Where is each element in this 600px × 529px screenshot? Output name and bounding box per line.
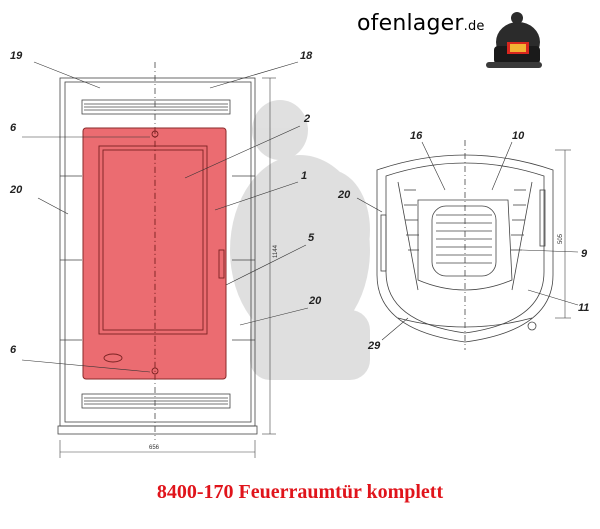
front-view <box>57 62 276 458</box>
callout-20-right: 20 <box>308 295 322 307</box>
callout-20-top-view: 20 <box>337 189 351 201</box>
watermark-mascot <box>230 100 370 380</box>
brand-name: ofenlager <box>357 11 464 36</box>
highlighted-door-panel <box>82 127 227 380</box>
top-view <box>376 140 571 350</box>
callout-5: 5 <box>308 232 315 244</box>
callout-20-left: 20 <box>9 184 23 196</box>
callout-29: 29 <box>367 340 381 352</box>
callout-16: 16 <box>410 130 423 142</box>
callout-10: 10 <box>512 130 525 142</box>
dimension-height-label: 1144 <box>273 244 279 258</box>
dimension-width-label: 656 <box>149 445 160 451</box>
brand-wordmark: ofenlager.de <box>357 11 485 36</box>
door-details <box>98 128 225 379</box>
ofenlager-mascot-logo <box>486 12 542 68</box>
brand-tld: .de <box>463 19 485 34</box>
callout-6-top: 6 <box>10 122 17 134</box>
top-callout-leaders <box>356 141 579 341</box>
dimension-depth-label: 505 <box>558 233 564 244</box>
callout-11: 11 <box>578 302 589 314</box>
callout-9: 9 <box>581 248 588 260</box>
callout-1: 1 <box>301 170 307 182</box>
callout-2: 2 <box>303 113 310 125</box>
callout-6-bottom: 6 <box>10 344 17 356</box>
front-callout-leaders <box>21 61 309 373</box>
callout-19: 19 <box>10 50 23 62</box>
callout-18: 18 <box>300 50 313 62</box>
product-caption: 8400-170 Feuerraumtür komplett <box>156 481 444 503</box>
